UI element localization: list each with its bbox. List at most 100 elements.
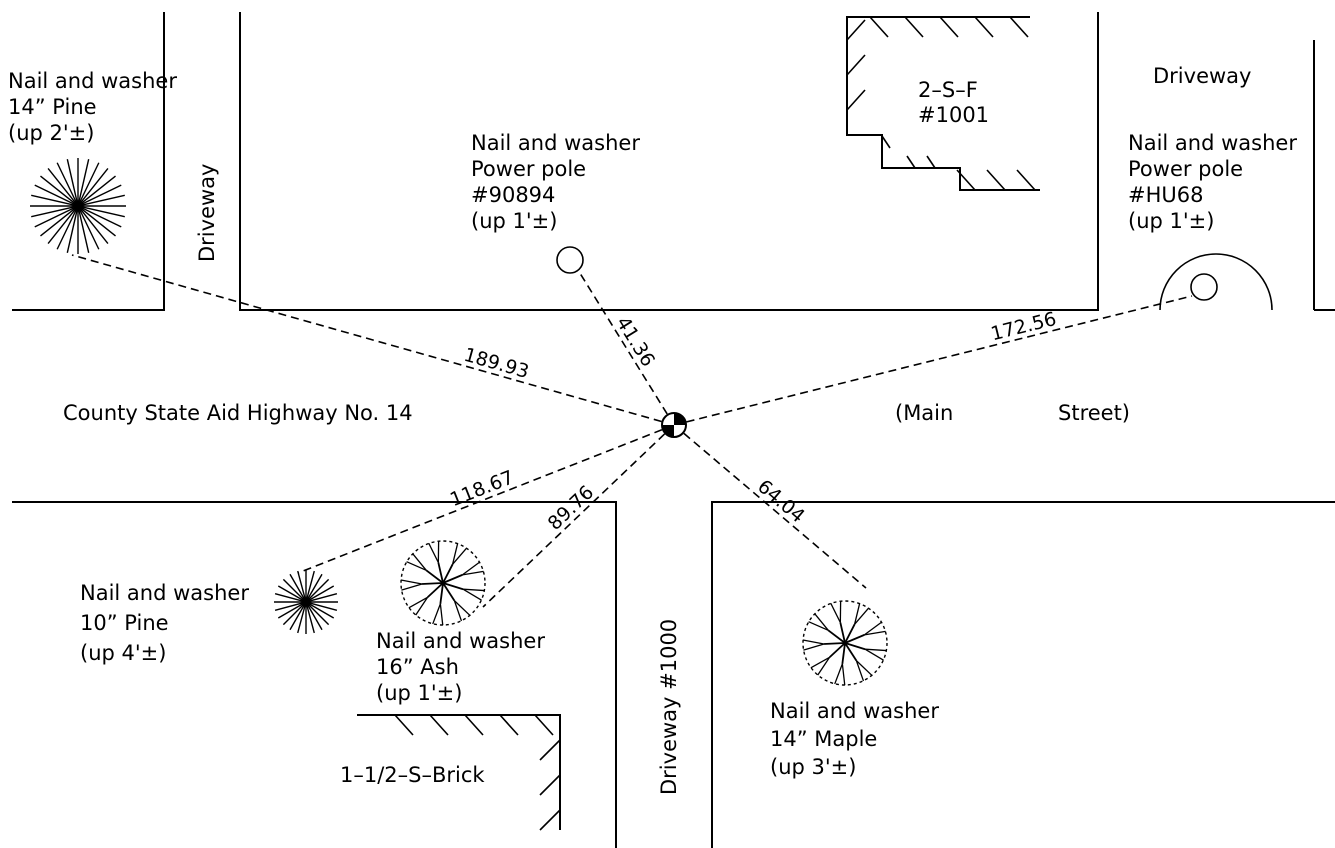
pole-hu68-line-3: #HU68 [1128,183,1203,207]
tree-canopy [802,600,888,686]
tree-branch [808,621,829,631]
tie-distance-ash16: 89.76 [544,481,599,534]
tree-branch [425,569,444,584]
tree-branch [853,603,861,625]
pole-hu68-arc [1159,253,1273,311]
pole-hu68-circle [1190,273,1218,301]
pine-10-symbol [274,570,338,634]
tie-line-pole90894 [577,269,675,426]
pole-90894-line-3: #90894 [471,183,555,207]
tree-branch [841,642,846,664]
pole-90894-line-4: (up 1'±) [471,209,557,233]
tree-branch [855,660,865,682]
tree-branch [844,623,856,644]
pine-14-symbol [30,158,126,254]
tree-branch [827,629,846,644]
tree-branch [844,642,858,662]
tree-branch [462,588,482,601]
driveway-east-label: Driveway [1153,64,1251,88]
tree-branch [432,603,441,625]
street-alt-label-2: Street) [1058,401,1130,425]
pine-14-line-2: 14” Pine [8,95,97,119]
maple-14-line-3: (up 3'±) [770,755,856,779]
hatch-stroke [499,714,519,736]
tree-branch [412,553,427,571]
hatch-stroke [906,155,916,169]
tree-branch [828,642,846,658]
tree-branch [855,660,873,676]
tree-branch [839,622,846,644]
lot-edge-northwest [12,12,165,311]
hatch-stroke [534,714,554,736]
pole-90894-description: Nail and washer Power pole #90894 (up 1'… [471,131,640,233]
building-brick-hatch [394,714,561,831]
tree-branch [463,588,485,592]
tree-branch [406,561,427,571]
tie-distance-pine10: 118.67 [447,466,517,511]
maple-14-tree-symbol [802,600,888,686]
pole-90894-line-1: Nail and washer [471,131,640,155]
pine-10-line-1: Nail and washer [80,581,249,605]
tie-line-poleHU68 [673,295,1193,426]
maple-14-line-2: 14” Maple [770,727,877,751]
tree-branch [453,600,463,622]
lot-edge-southwest [12,501,617,848]
ash-16-line-1: Nail and washer [376,629,545,653]
tree-branch [854,607,870,625]
control-point-quadrant-sw [662,425,674,437]
hatch-stroke [846,19,866,41]
tree-branch [844,634,865,644]
lot-edge-southeast [711,501,1335,848]
tree-branch [462,570,484,576]
building-1001-wall [846,16,1040,191]
tree-branch [415,596,429,616]
hatch-stroke [394,714,414,736]
lot-edge-north [239,12,1099,311]
tree-branch [442,563,454,584]
tree-branch [453,600,471,616]
pole-hu68-line-1: Nail and washer [1128,131,1297,155]
street-name-label: County State Aid Highway No. 14 [63,401,413,425]
hatch-stroke [926,155,936,169]
tree-branch [452,547,468,565]
pole-hu68-line-4: (up 1'±) [1128,209,1214,233]
tree-branch [408,596,428,609]
ash-16-tree-symbol [400,540,486,626]
building-brick-wall [357,714,561,830]
tree-branch [439,582,444,604]
tree-branch [834,663,843,685]
road-edges [12,12,1335,848]
house-brick-label: 1–1/2–S–Brick [340,763,485,787]
ash-16-line-3: (up 1'±) [376,681,462,705]
tree-branch [437,562,444,584]
building-1001 [846,16,1040,191]
hatch-stroke [974,16,994,38]
tree-branch [451,543,459,565]
hatch-stroke [539,739,561,761]
tie-distance-poleHU68: 172.56 [989,308,1059,345]
tie-line-pine10 [297,424,675,574]
hatch-stroke [846,89,866,111]
control-point-quadrant-ne [674,413,686,425]
maple-14-line-1: Nail and washer [770,699,939,723]
maple-14-description: Nail and washer 14” Maple (up 3'±) [770,699,939,779]
tree-branch [823,642,846,645]
pine-10-description: Nail and washer 10” Pine (up 4'±) [80,581,249,665]
tree-branch [865,648,887,652]
tie-line-pine14 [71,254,675,426]
tie-distance-pine14: 189.93 [461,344,531,383]
tie-line-ash16 [482,424,675,608]
pole-hu68-description: Nail and washer Power pole #HU68 (up 1'±… [1128,131,1297,233]
pine-10-line-3: (up 4'±) [80,641,166,665]
hatch-stroke [846,54,866,76]
hatch-stroke [429,714,449,736]
tree-branch [814,613,829,631]
tree-branch [421,582,444,585]
tree-branch [864,648,884,661]
tie-line-maple14 [673,424,867,589]
tree-branch [830,602,841,623]
pole-hu68-line-2: Power pole [1128,157,1243,181]
control-point-symbol [661,412,687,438]
hatch-stroke [939,16,959,38]
